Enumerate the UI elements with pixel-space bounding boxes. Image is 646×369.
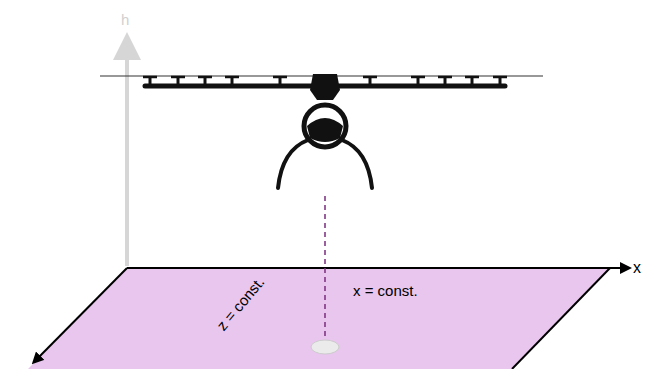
rotor [438,77,452,86]
rotor [225,77,239,86]
axis-label: h [121,12,129,27]
rotor [363,77,377,86]
rotor [198,77,212,86]
projection-line [324,196,326,344]
rotor [411,77,425,86]
multicopter [100,74,543,188]
rotor [171,77,185,86]
rotor [273,77,287,86]
rotor [143,77,157,86]
ground-point [311,340,339,354]
x-axis [127,267,626,269]
plane-label: x = const. [353,283,418,298]
rotor [493,77,507,86]
axis-label: x [633,260,641,276]
ground-plane [28,268,610,369]
plane-edge [512,268,610,369]
rotor [465,77,479,86]
z-axis [36,268,127,360]
h-axis [125,46,129,266]
